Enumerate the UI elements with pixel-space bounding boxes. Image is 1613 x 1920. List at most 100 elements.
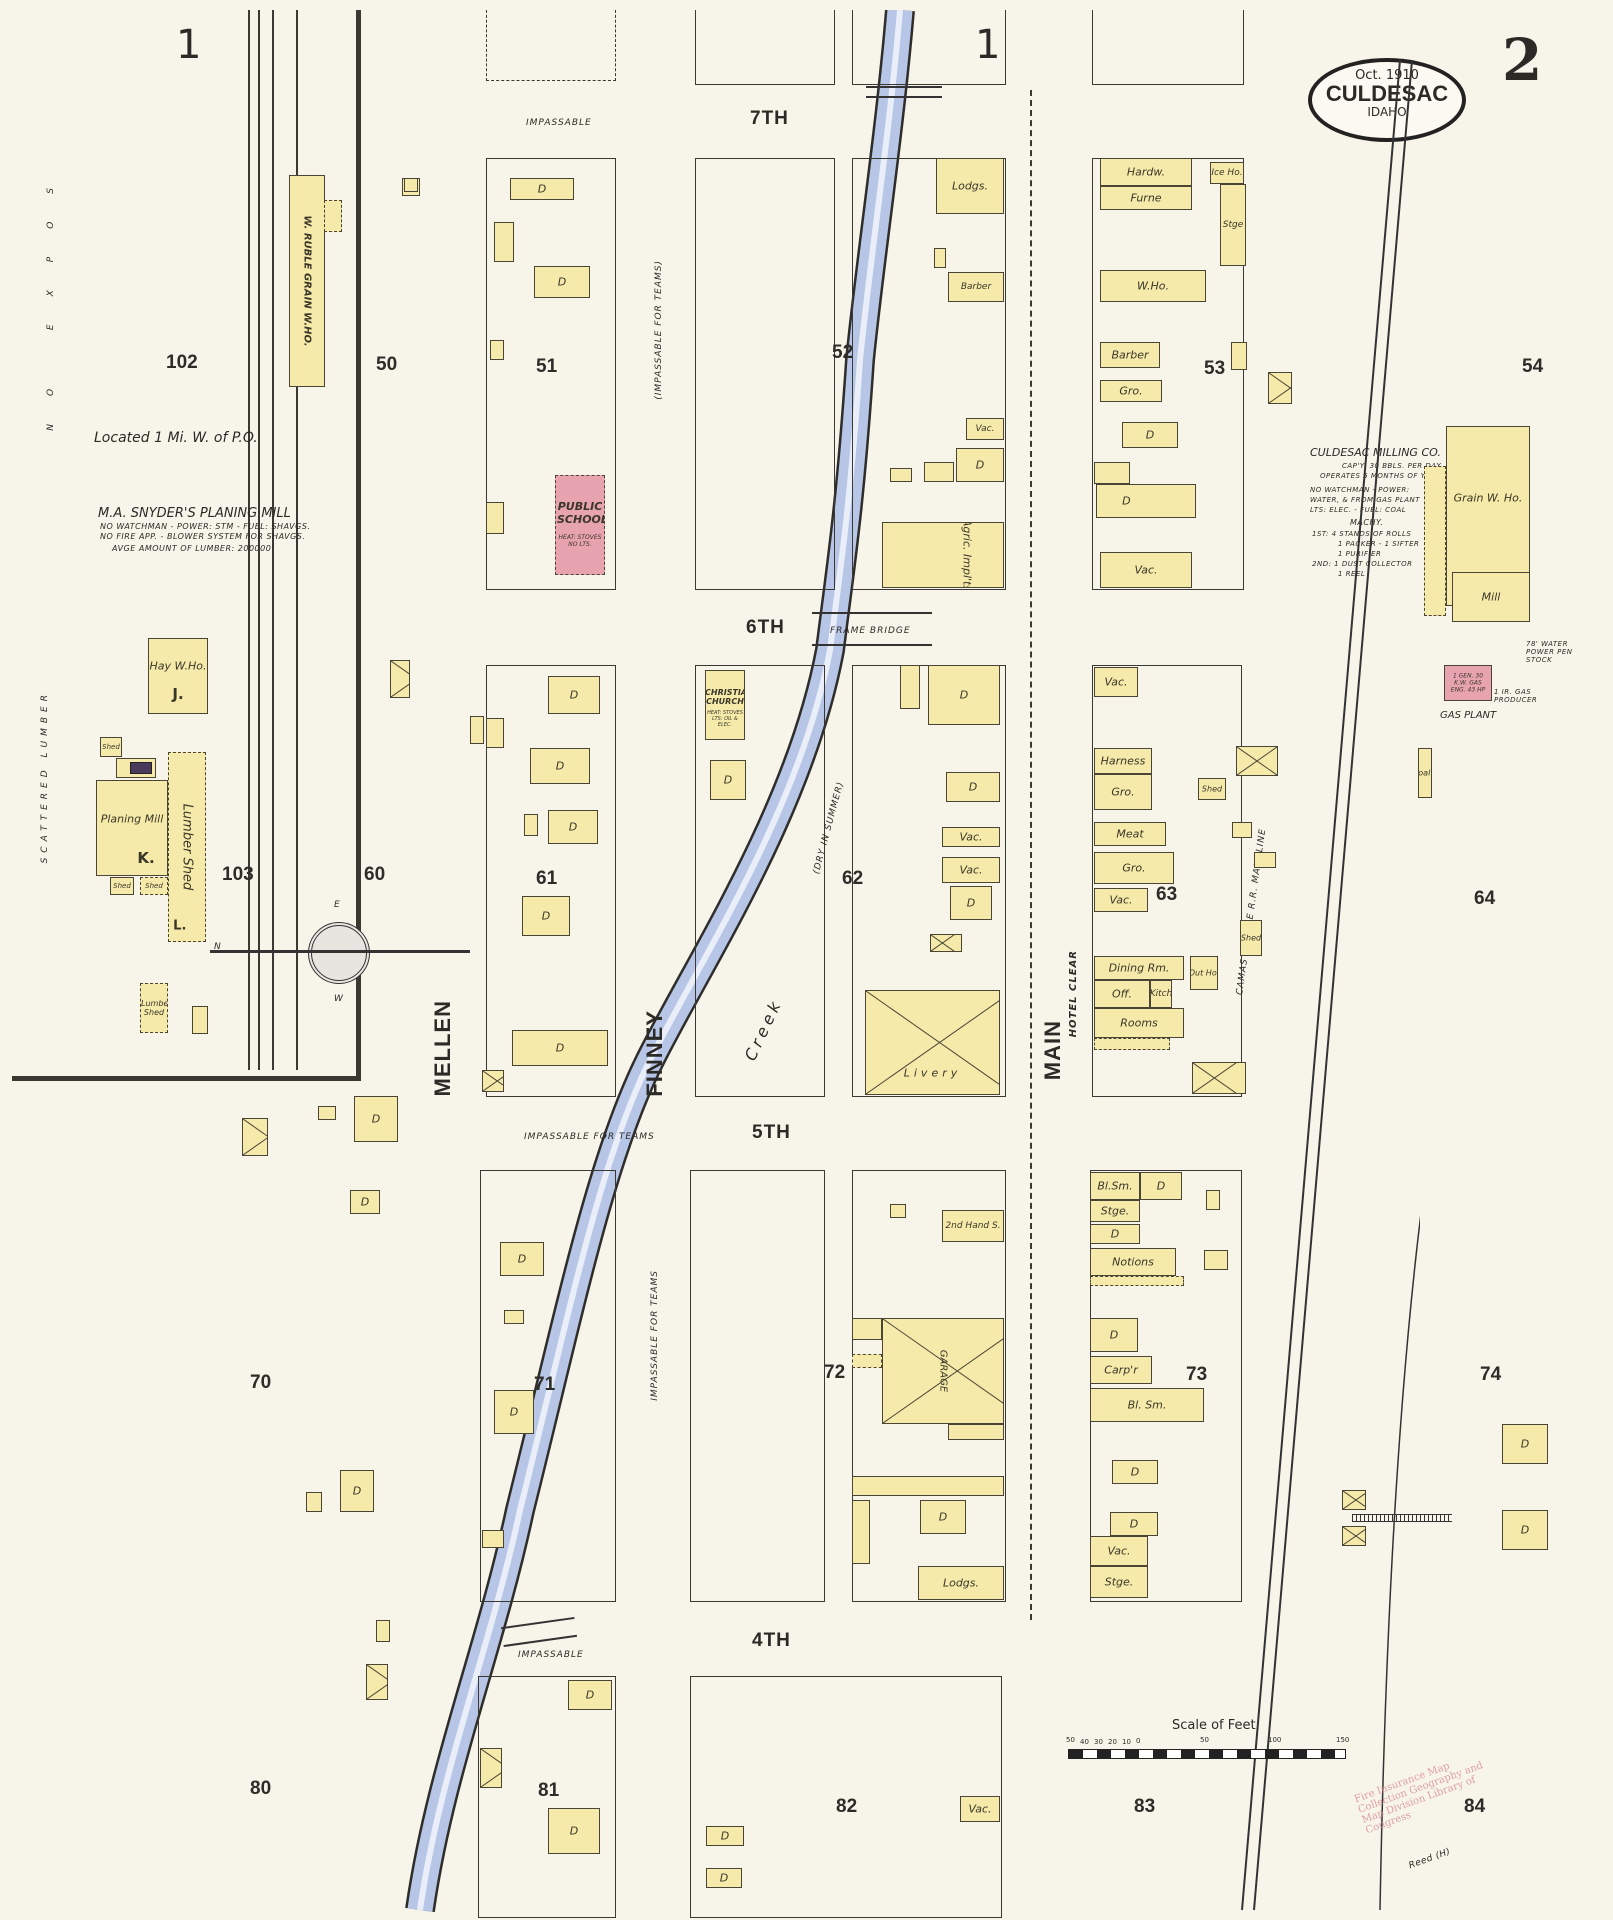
- note-impassable-teams: (IMPASSABLE FOR TEAMS): [654, 260, 664, 400]
- building-public-school: PUBLIC SCHOOL HEAT: STOVES NO LTS.: [555, 475, 605, 575]
- building-outbuilding: [376, 1620, 390, 1642]
- block-number: 61: [536, 868, 558, 889]
- street-top-stub: [695, 10, 835, 85]
- building-gas-plant: 1 GEN. 30 K.W. GAS ENG. 43 HP: [1444, 665, 1492, 701]
- block-number: 70: [250, 1372, 272, 1393]
- block-number: 52: [832, 342, 854, 363]
- building-dwelling: D: [1122, 422, 1178, 448]
- building-blacksmith: Bl. Sm.: [1090, 1388, 1204, 1422]
- building-lodge: Lodgs.: [918, 1566, 1004, 1600]
- building-harness: Harness: [1094, 748, 1152, 774]
- street-main: MAIN: [1040, 1020, 1065, 1081]
- building-dwelling: D: [1090, 1318, 1138, 1352]
- building-shed: Shed: [140, 877, 168, 895]
- building-second-hand-store: 2nd Hand S.: [942, 1210, 1004, 1242]
- building-outbuilding: [934, 248, 946, 268]
- block-72-west: [690, 1170, 825, 1602]
- building-outbuilding: [482, 1530, 504, 1548]
- cartouche-date: Oct. 1910: [1355, 68, 1419, 83]
- building-lumber-shed: Lumber Shed L.: [168, 752, 206, 942]
- block-number: 71: [534, 1374, 556, 1395]
- building-christian-church: CHRISTIAN CHURCH HEAT: STOVES LTS: OIL &…: [705, 670, 745, 740]
- building-vacant: Vac.: [966, 418, 1004, 440]
- building-rooms: Rooms: [1094, 1008, 1184, 1038]
- block-71: [480, 1170, 616, 1602]
- building-open-shed: [1236, 746, 1278, 776]
- building-dwelling: D: [530, 748, 590, 784]
- note-milling-line: WATER, & FROM GAS PLANT: [1310, 496, 1421, 504]
- note-planing-mill-line: NO WATCHMAN - POWER: STM - FUEL: SHAVGS.: [100, 522, 311, 531]
- title-cartouche: Oct. 1910 CULDESAC IDAHO: [1308, 58, 1466, 142]
- building-notions: Notions: [1090, 1248, 1176, 1276]
- building-dwelling: D: [1090, 1224, 1140, 1244]
- building-dwelling: D: [1096, 484, 1196, 518]
- railroad-track: [356, 10, 361, 1080]
- scale-tick: 30: [1094, 1738, 1103, 1746]
- building-grocery: Gro.: [1094, 852, 1174, 884]
- main-street-centerline: [1030, 90, 1032, 1620]
- block-61: [486, 665, 616, 1097]
- building-outbuilding: [1232, 822, 1252, 838]
- building-storage: Stge.: [1090, 1200, 1140, 1222]
- note-water-power: 78' WATER POWER PEN STOCK: [1526, 640, 1573, 664]
- railroad-track: [272, 10, 274, 1070]
- scale-bar: [1068, 1749, 1346, 1759]
- cartouche-town: CULDESAC: [1325, 81, 1449, 106]
- building-office: [192, 1006, 208, 1034]
- building-shed: Shed: [1198, 778, 1226, 800]
- building-furniture: Furne: [1100, 186, 1192, 210]
- note-milling-line: CAP'Y: 30 BBLS. PER DAY: [1342, 462, 1442, 470]
- building-dwelling: D: [956, 448, 1004, 482]
- building-vacant: Vac.: [1094, 888, 1148, 912]
- building-dwelling: D: [920, 1500, 966, 1534]
- block-number: 72: [824, 1362, 846, 1383]
- building-livery: Livery: [865, 990, 1000, 1095]
- building-vacant: Vac.: [942, 857, 1000, 883]
- note-impassable-teams-finney: IMPASSABLE FOR TEAMS: [650, 1270, 660, 1401]
- building-vacant: Vac.: [960, 1796, 1000, 1822]
- scale-tick: 40: [1080, 1738, 1089, 1746]
- scale-tick: 0: [1136, 1737, 1141, 1745]
- street-top-stub: [1092, 10, 1244, 85]
- building-open-shed: [482, 1070, 504, 1092]
- building-dwelling: [494, 222, 514, 262]
- note-milling-line: MACHY.: [1350, 518, 1384, 527]
- street-mellen: MELLEN: [430, 1000, 455, 1097]
- scale-tick: 20: [1108, 1738, 1117, 1746]
- note-planing-mill-line: NO FIRE APP. - BLOWER SYSTEM FOR SHAVGS.: [100, 532, 306, 541]
- building-dwelling: D: [1140, 1172, 1182, 1200]
- block-72-east: [852, 1170, 1006, 1602]
- building-outbuilding: [404, 178, 418, 192]
- compass-ring-icon: [308, 922, 370, 984]
- block-number: 81: [538, 1780, 560, 1801]
- building-grocery: Gro.: [1100, 380, 1162, 402]
- scale-tick: 10: [1122, 1738, 1131, 1746]
- building-open-shed: [390, 660, 410, 698]
- building-dwelling: D: [946, 772, 1000, 802]
- note-milling-line: OPERATES 5 MONTHS OF YEAR: [1320, 472, 1441, 480]
- note-milling-line: 1ST: 4 STANDS OF ROLLS: [1312, 530, 1412, 538]
- building-warehouse: W.Ho.: [1100, 270, 1206, 302]
- building-dwelling: D: [950, 886, 992, 920]
- building-vacant: Vac.: [942, 827, 1000, 847]
- building-dwelling: D: [1110, 1512, 1158, 1536]
- note-milling-line: LTS: ELEC. - FUEL: COAL: [1310, 506, 1407, 514]
- building-vacant: Vac.: [1100, 552, 1192, 588]
- boiler-icon: [130, 762, 152, 774]
- building-kitchen: Kitch: [1150, 980, 1172, 1008]
- building-dining-room: Dining Rm.: [1094, 956, 1184, 980]
- building-dwelling: D: [510, 178, 574, 200]
- note-milling-line: 1 PURIFIER: [1338, 550, 1382, 558]
- note-scattered-lumber: SCATTERED LUMBER: [40, 690, 50, 864]
- building-dwelling: D: [494, 1390, 534, 1434]
- bridge-7th: [866, 86, 942, 98]
- building-out-house: Out Ho.: [1190, 956, 1218, 990]
- block-number: 83: [1134, 1796, 1156, 1817]
- building-outbuilding: [306, 1492, 322, 1512]
- building-outbuilding: [924, 462, 954, 482]
- building-dwelling: D: [340, 1470, 374, 1512]
- building-open-shed: [930, 934, 962, 952]
- note-located: Located 1 Mi. W. of P.O.: [94, 430, 258, 446]
- building-office: [1094, 462, 1130, 484]
- building-shed: Shed: [110, 877, 134, 895]
